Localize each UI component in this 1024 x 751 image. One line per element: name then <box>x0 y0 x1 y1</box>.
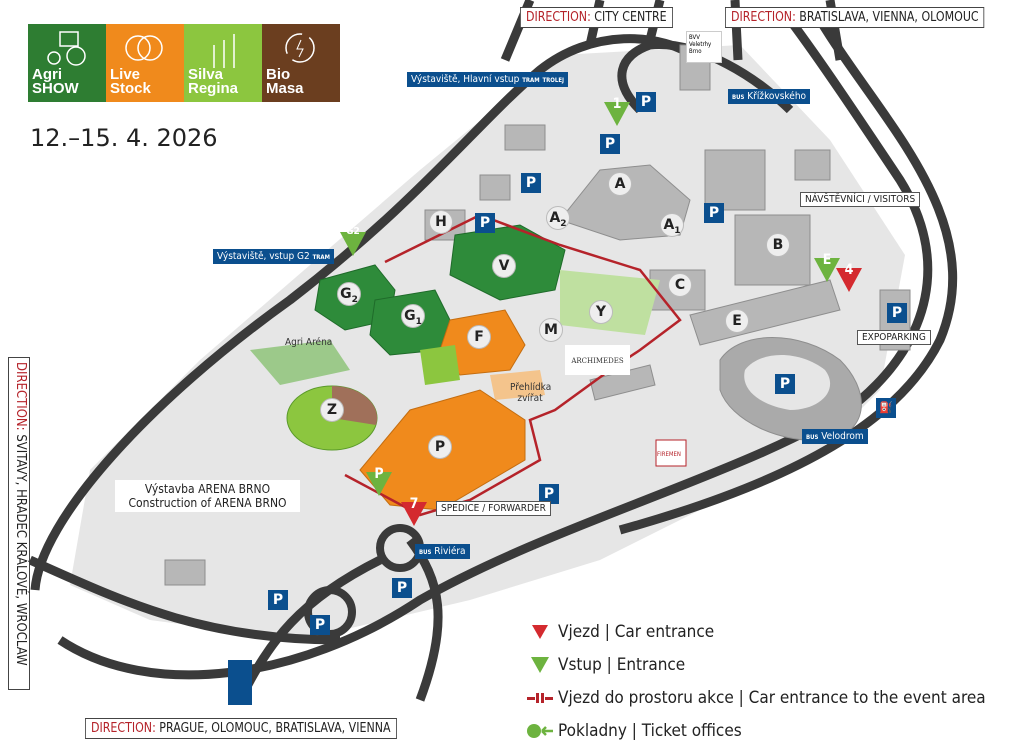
firemen-label: FIREMEN <box>657 451 681 458</box>
legend: Vjezd | Car entrance Vstup | Entrance Vj… <box>522 615 986 747</box>
hall-f[interactable]: F <box>467 325 491 349</box>
legend-item: Vstup | Entrance <box>522 648 986 681</box>
agri-arena-label: Agri Aréna <box>285 337 333 348</box>
motorway-icon <box>228 660 252 705</box>
direction-text: BRATISLAVA, VIENNA, OLOMOUC <box>799 10 979 25</box>
visitors-label: NÁVŠTĚVNÍCI / VISITORS <box>800 192 921 207</box>
hall-a[interactable]: A <box>608 172 632 196</box>
fuel-station-icon: ⛽ <box>876 398 896 418</box>
hall-g1[interactable]: G1 <box>401 304 425 328</box>
direction-prefix: DIRECTION: <box>13 362 28 431</box>
stop-riviera[interactable]: BUS Riviéra <box>415 544 470 559</box>
energy-cycle-icon <box>285 33 315 63</box>
legend-label: Pokladny | Ticket offices <box>558 720 742 741</box>
bvv-logo-text: BVV Veletrhy Brno <box>689 34 712 55</box>
firemen-sign <box>655 439 687 467</box>
legend-label: Vjezd | Car entrance <box>558 621 715 642</box>
stop-krizkovskeho[interactable]: BUS Křížkovského <box>728 89 811 104</box>
direction-svitavy: DIRECTION: SVITAVY, HRADEC KRÁLOVÉ, WROC… <box>8 357 30 690</box>
animal-show-label: Přehlídka zvířat <box>510 382 552 404</box>
legend-label: Vstup | Entrance <box>558 654 686 675</box>
direction-prefix: DIRECTION: <box>525 10 591 25</box>
legend-label: Vjezd do prostoru akce | Car entrance to… <box>558 687 986 708</box>
logo-line2: SHOW <box>32 80 79 97</box>
logo-line2: Stock <box>110 80 151 97</box>
stop-velodrom[interactable]: BUS Velodrom <box>802 429 868 444</box>
parking-sign[interactable]: P <box>887 303 907 323</box>
hall-e[interactable]: E <box>725 309 749 333</box>
arena-label-cz: Výstavba ARENA BRNO <box>144 482 271 496</box>
hall-a1[interactable]: A1 <box>660 213 684 237</box>
parking-sign[interactable]: P <box>310 615 330 635</box>
direction-text: CITY CENTRE <box>594 10 667 25</box>
parking-sign[interactable]: P <box>775 374 795 394</box>
parking-sign[interactable]: P <box>475 213 495 233</box>
legend-item: Vjezd | Car entrance <box>522 615 986 648</box>
parking-sign[interactable]: P <box>600 134 620 154</box>
entrance-1[interactable]: 1 <box>604 96 630 126</box>
hall-m[interactable]: M <box>539 318 563 342</box>
legend-item: Pokladny | Ticket offices <box>522 714 986 747</box>
car-entrance-7[interactable]: 7 <box>401 496 427 526</box>
hall-v[interactable]: V <box>492 254 516 278</box>
direction-text: PRAGUE, OLOMOUC, BRATISLAVA, VIENNA <box>159 721 391 736</box>
hall-a2[interactable]: A2 <box>546 206 570 230</box>
expoparking-label: EXPOPARKING <box>857 330 931 345</box>
hall-g2[interactable]: G2 <box>337 282 361 306</box>
pavilion-z[interactable]: Z <box>320 398 344 422</box>
hall-h[interactable]: H <box>429 210 453 234</box>
gender-symbols-icon <box>125 35 163 61</box>
entrance-icon <box>531 656 549 673</box>
logo-line1: Bio <box>266 66 291 83</box>
ticket-office-icon <box>527 723 553 738</box>
entrance-e[interactable]: E <box>814 252 840 282</box>
parking-sign[interactable]: P <box>268 590 288 610</box>
car-entrance-icon <box>532 624 548 639</box>
legend-item: Vjezd do prostoru akce | Car entrance to… <box>522 681 986 714</box>
logo-line2: Masa <box>266 80 304 97</box>
direction-text: SVITAVY, HRADEC KRÁLOVÉ, WROCLAW <box>13 434 28 666</box>
logo-line1: Live <box>110 66 141 83</box>
logo-line1: Silva <box>188 66 224 83</box>
direction-city-centre: DIRECTION: CITY CENTRE <box>520 7 673 28</box>
parking-sign[interactable]: P <box>521 173 541 193</box>
entrance-g2[interactable]: G2 <box>340 226 366 256</box>
outdoor-areas <box>250 270 660 400</box>
bvv-logo: BVV Veletrhy Brno <box>686 31 722 63</box>
logo-line1: Agri <box>32 66 62 83</box>
archimedes-logo: ARCHIMEDES <box>565 345 630 375</box>
event-area-entrance-icon <box>527 692 553 703</box>
trees-icon <box>213 34 235 68</box>
direction-prefix: DIRECTION: <box>730 10 796 25</box>
stop-g2[interactable]: Výstaviště, vstup G2 TRAM <box>213 249 334 264</box>
stop-main-entrance[interactable]: Výstaviště, Hlavní vstup TRAM TROLEJ <box>407 72 569 87</box>
logo-line2: Regina <box>188 80 239 97</box>
hall-y[interactable]: Y <box>589 300 613 324</box>
parking-sign[interactable]: P <box>636 92 656 112</box>
lime-building <box>420 345 460 385</box>
hall-b[interactable]: B <box>766 233 790 257</box>
direction-prefix: DIRECTION: <box>90 721 156 736</box>
forwarder-label: SPEDICE / FORWARDER <box>436 501 551 516</box>
entrance-p[interactable]: P <box>366 466 392 496</box>
hall-c[interactable]: C <box>668 273 692 297</box>
pavilion-p[interactable]: P <box>428 435 452 459</box>
parking-sign[interactable]: P <box>539 484 559 504</box>
roads <box>28 0 957 703</box>
direction-bratislava: DIRECTION: BRATISLAVA, VIENNA, OLOMOUC <box>725 7 985 28</box>
arena-label-en: Construction of ARENA BRNO <box>128 496 287 510</box>
parking-sign[interactable]: P <box>704 203 724 223</box>
parking-sign[interactable]: P <box>392 578 412 598</box>
tractor-icon <box>47 31 86 66</box>
direction-prague: DIRECTION: PRAGUE, OLOMOUC, BRATISLAVA, … <box>85 718 397 739</box>
event-date: 12.–15. 4. 2026 <box>30 124 218 152</box>
car-entrance-4[interactable]: 4 <box>836 262 862 292</box>
